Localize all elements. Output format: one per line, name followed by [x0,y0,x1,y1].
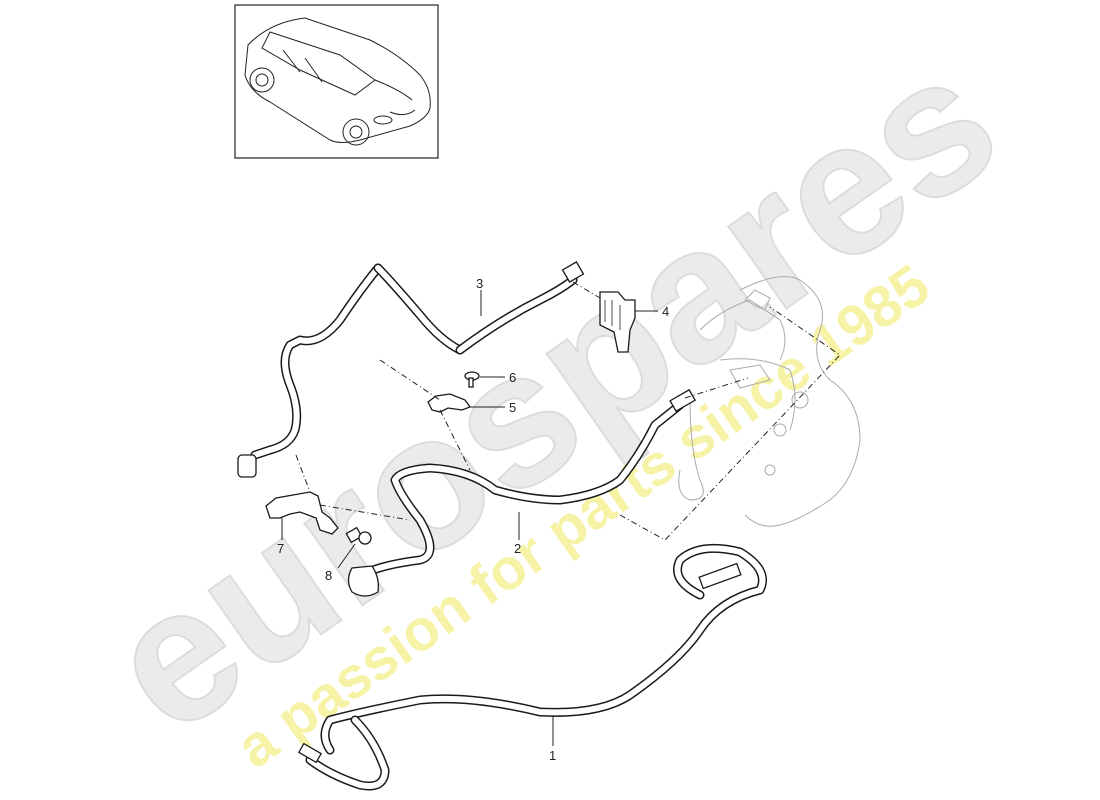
bolt-8[interactable] [345,526,372,545]
bracket-7[interactable] [265,491,339,535]
hose-1[interactable] [297,543,767,791]
callout-6[interactable]: 6 [509,370,516,385]
callout-4[interactable]: 4 [662,304,669,319]
car-outline-icon [244,17,431,146]
assembly-lines [295,281,841,541]
engine-ghost-outline [678,276,861,527]
callout-7[interactable]: 7 [277,541,284,556]
callouts: 3 4 6 5 2 7 8 1 [277,276,669,763]
leader-lines [281,290,658,746]
hose-2[interactable] [347,388,697,597]
callout-1[interactable]: 1 [549,748,556,763]
callout-5[interactable]: 5 [509,400,516,415]
watermark-brand: eurospares [72,12,1033,773]
watermark: eurospares a passion for parts since 198… [71,11,1034,780]
callout-2[interactable]: 2 [514,541,521,556]
callout-8[interactable]: 8 [325,568,332,583]
vehicle-thumbnail [234,4,439,159]
bracket-4[interactable] [599,291,636,353]
screw-6[interactable] [464,371,480,388]
callout-3[interactable]: 3 [476,276,483,291]
hose-3[interactable] [237,261,585,478]
